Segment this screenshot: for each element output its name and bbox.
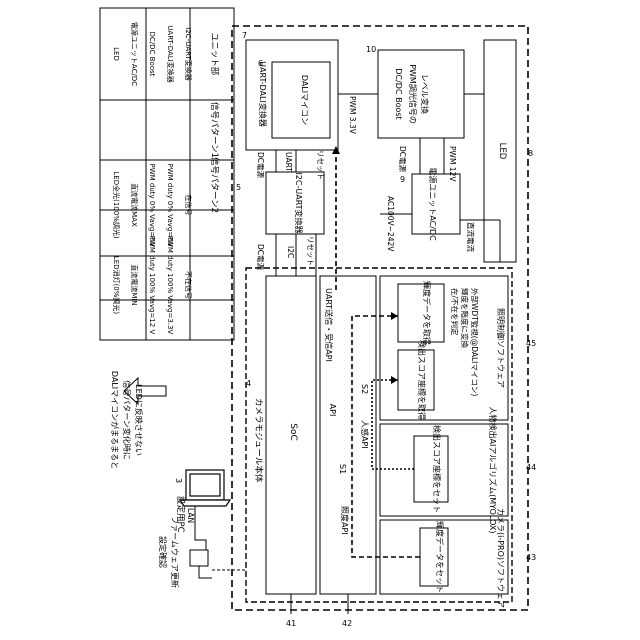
pc-ref: 3 (174, 478, 183, 483)
table-cell: 直流電流MAX (130, 183, 139, 227)
note-line-2: 信号パターン変化時に (122, 380, 132, 460)
table-cell: 電源ユニットAC/DC (130, 22, 139, 86)
table-cell: 不在信号 (184, 271, 193, 299)
api-ref: 42 (342, 619, 352, 628)
soc-label: SoC (288, 423, 298, 441)
table-cell: PWM duty 0% Vavg=0V (148, 164, 156, 247)
lighting-note-3: 外部WDT監視(@DALIマイコン) (470, 288, 480, 396)
i2c-uart-ref: 5 (236, 183, 241, 192)
signal-i2c: I2C (286, 246, 295, 258)
api-illuminance: 照度API (340, 506, 350, 535)
camera-label: カメラモジュール本体 (253, 398, 264, 483)
camera-ref: 4 (246, 379, 251, 388)
box-set-score-label: 検出スコア座標をセット (432, 425, 442, 513)
box-get-score (398, 350, 434, 410)
table-header-pattern2: 信号パターン2 (209, 157, 220, 213)
table-cell: LED消灯(0%調光) (112, 256, 121, 315)
api-label: API (328, 404, 337, 417)
table-cell: LED (112, 47, 120, 61)
signal-dc-power-1: DC電源 (256, 244, 265, 271)
software-lighting-title: 照明制御ソフトウェア (496, 308, 506, 388)
i2c-uart-label: I2C-UART変換器 (294, 172, 304, 233)
ref-45: 45 (526, 339, 536, 348)
signal-dc-power-2: DC電源 (256, 152, 265, 179)
soc-ref: 41 (286, 619, 296, 628)
lan-note-1: 設定確認 (158, 536, 168, 568)
psu-label: 電源ユニットAC/DC (428, 167, 437, 241)
box-set-luminance-label: 輝度データをセット (435, 521, 445, 593)
lan-label: LAN (186, 508, 195, 523)
table-body: I2C-UART変換器在信号不在信号 UART-DALI変換器 PWM duty 0… (112, 22, 193, 335)
box-get-luminance-label: 輝度データを取得 (422, 281, 432, 345)
dcdc-title: DC/DC Boost (394, 68, 403, 119)
dali-mcu-label: DALIマイコン (300, 75, 309, 125)
note-line-1: DALIマイコンがまるまると (110, 371, 120, 469)
signal-pwm-33: PWM 3.3V (348, 96, 357, 135)
dcdc-line3: レベル変換 (420, 74, 430, 114)
led-label: LED (497, 143, 507, 160)
signal-pwm-12: PWM 12V (448, 146, 457, 182)
lan-note-2: ファームウェア更新 (170, 516, 180, 588)
uart-dali-ref: 6 (258, 59, 263, 68)
pc-icon (180, 470, 230, 506)
signal-uart: UART (284, 152, 293, 172)
lighting-note-2: 輝度を階度に変換 (460, 288, 470, 348)
box-get-luminance (398, 284, 444, 342)
software-ai-title-1: 人物検出AIアルゴリズム(MYOLOX) (488, 407, 498, 534)
uart-dali-label: UART-DALI変換器 (258, 61, 268, 127)
api-motion: 人感API (360, 420, 370, 449)
psu-ref: 9 (400, 175, 405, 184)
signal-ac: AC100V~242V (386, 196, 395, 252)
dcdc-line2: PWM調光信号の (408, 64, 418, 124)
table-cell: PWM duty 100% Vavg=3.3V (166, 236, 174, 335)
table-header-unit: ユニット部 (209, 33, 220, 76)
ref-44: 44 (526, 463, 536, 472)
table-cell: PWM duty 0% Vavg=0V (166, 164, 174, 247)
table-cell: PWM duty 100% Vavg=12 V (148, 236, 156, 335)
signal-dc-current: 直流電流 (466, 222, 476, 252)
box-set-score (414, 436, 448, 502)
table-cell: UART-DALI変換器 (166, 25, 175, 82)
table-cell: 在信号 (184, 195, 193, 216)
table-cell: 直流電流MIN (130, 264, 139, 305)
ref-43: 43 (526, 553, 536, 562)
s1-label: S1 (338, 464, 347, 474)
led-ref: 8 (528, 149, 533, 158)
box-get-score-label: 検出スコア座標を取得 (417, 340, 427, 420)
table-cell: DC/DC Boost (148, 32, 156, 77)
signal-reset-2: リセット (316, 150, 325, 180)
table-header-pattern1: 信号パターン1 (209, 102, 220, 158)
dcdc-ref: 10 (366, 45, 376, 54)
table-cell: I2C-UART変換器 (184, 27, 193, 80)
signal-reset-1: リセット (306, 236, 315, 266)
lighting-note-1: 在/不在を判定 (450, 288, 460, 336)
ref-7: 7 (242, 31, 247, 40)
api-uart: UART送信・受信API (324, 288, 334, 362)
signal-dc-power-3: DC電源 (398, 146, 407, 173)
note-line-3: LEDに反映させない (134, 384, 144, 456)
table-cell: LED全光(100%調光) (112, 171, 121, 238)
s2-label: S2 (360, 384, 369, 394)
